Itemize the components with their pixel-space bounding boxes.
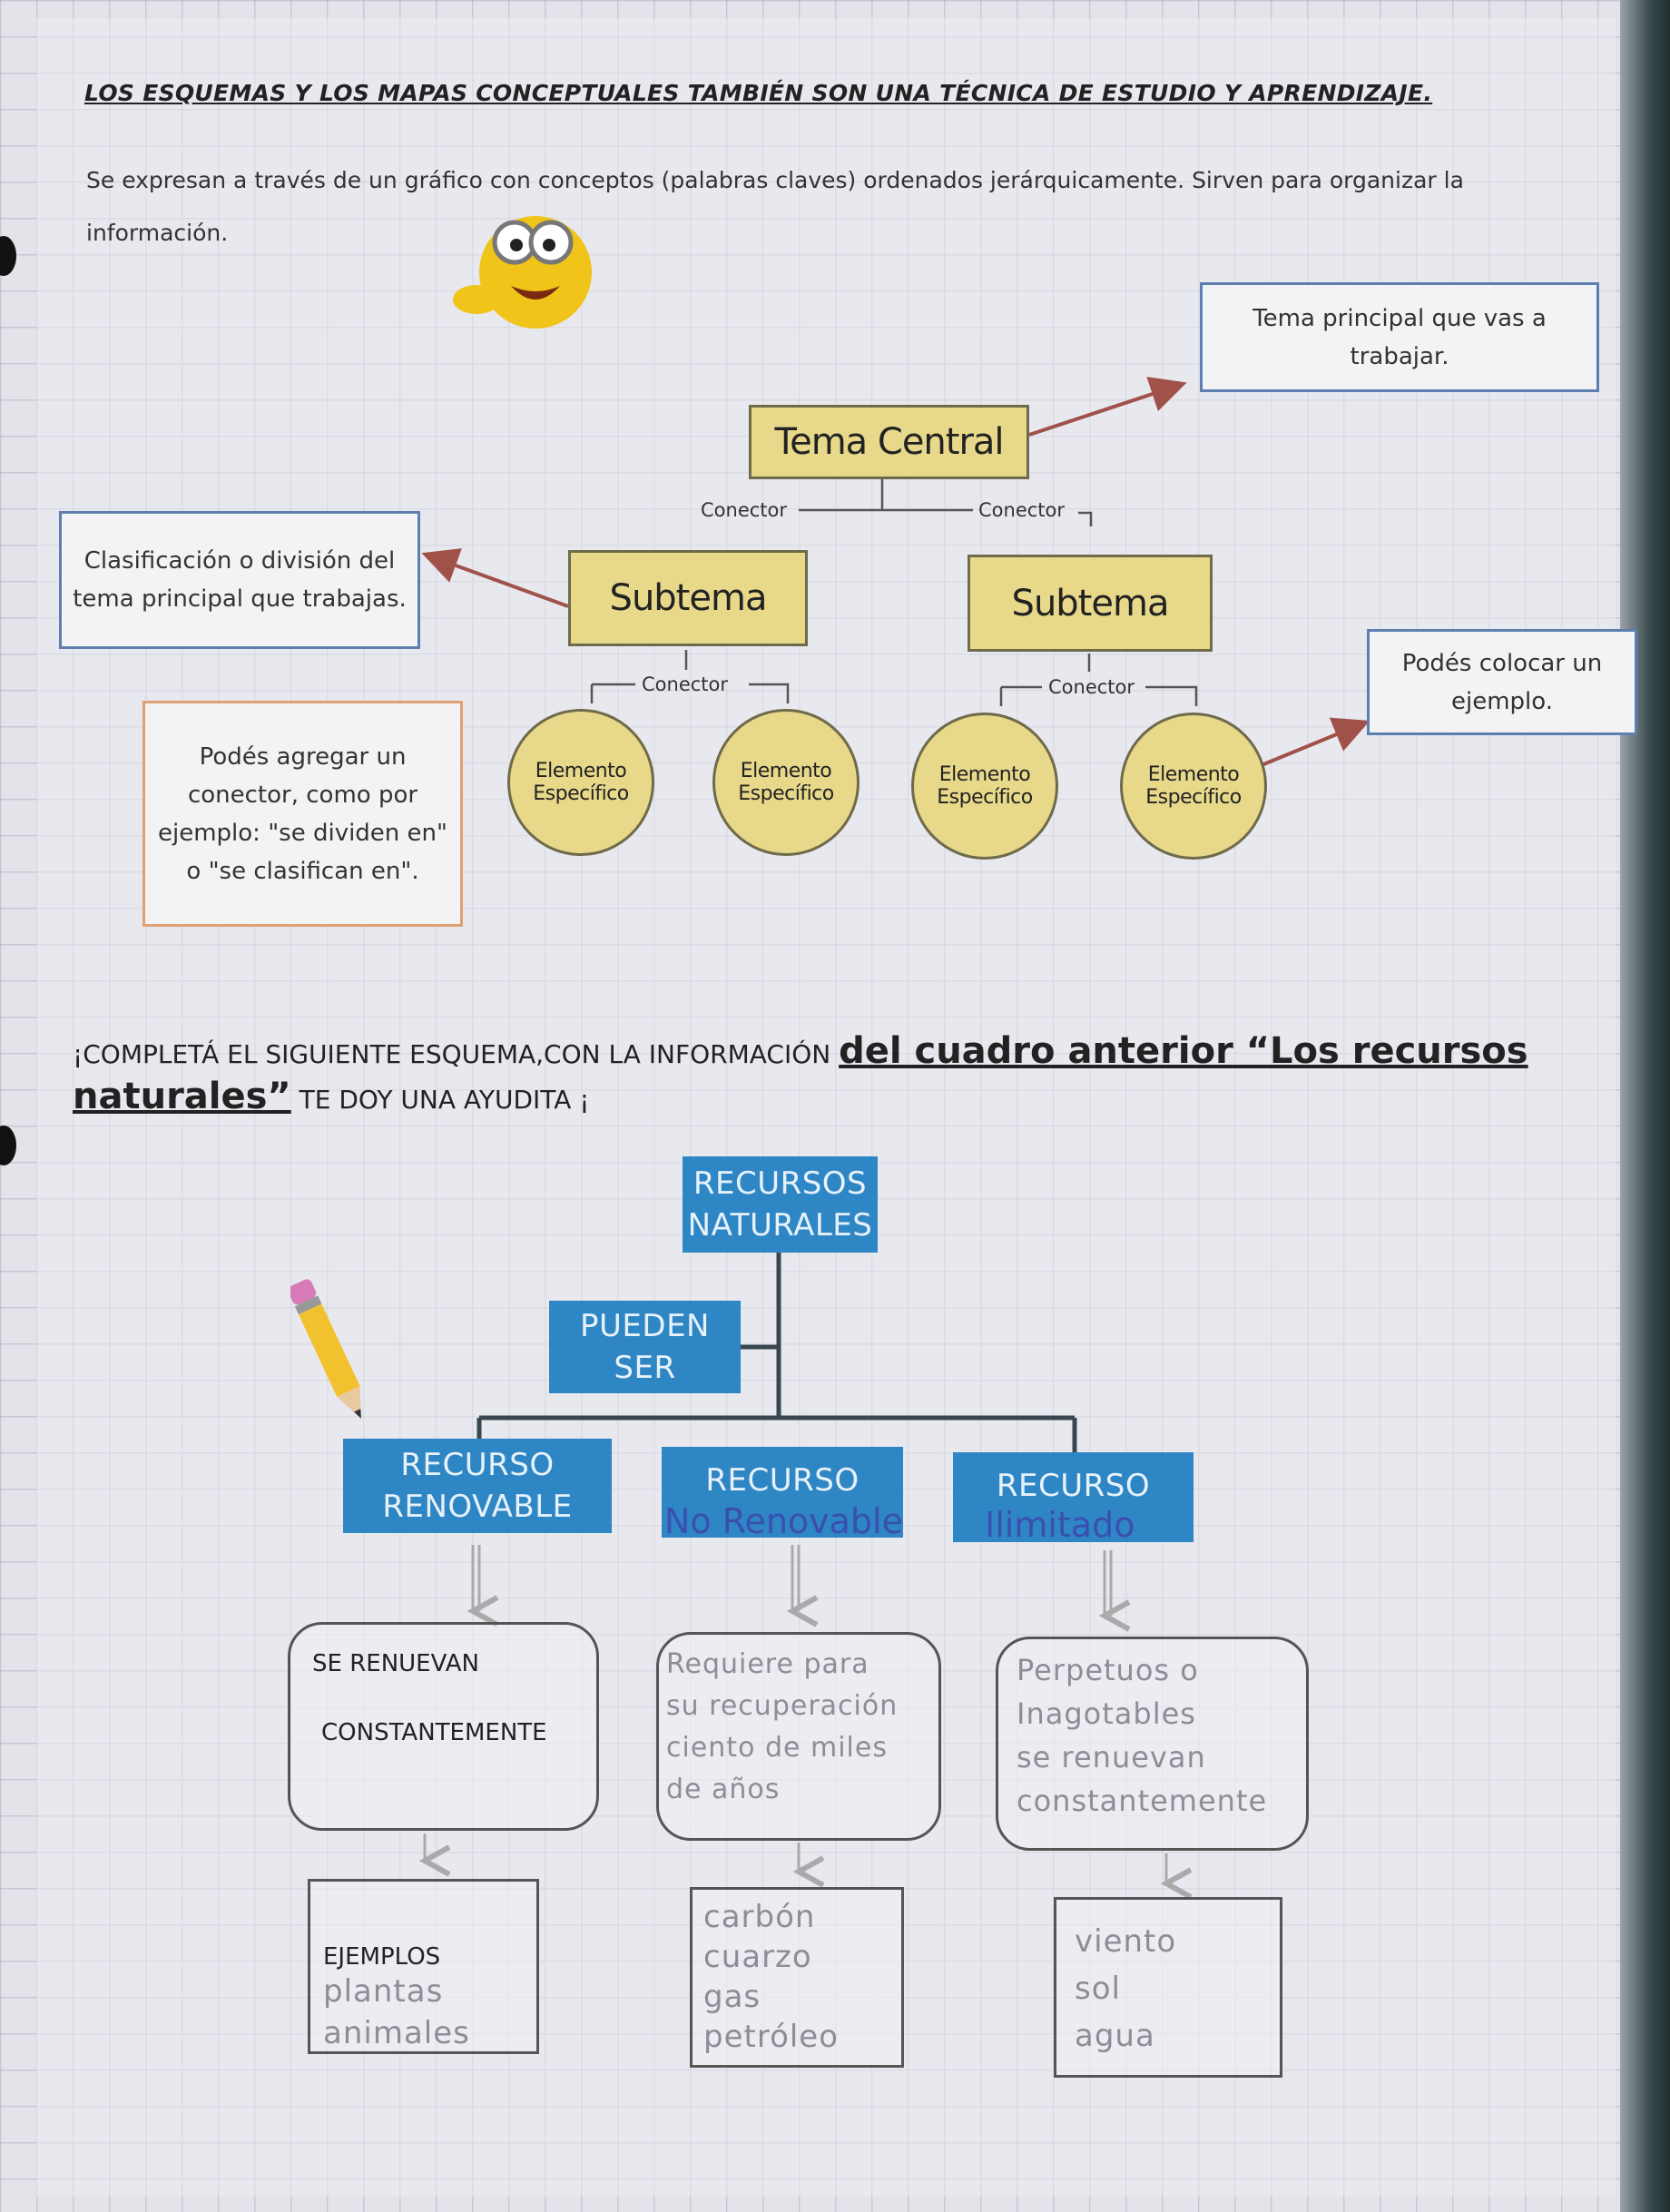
handwritten-text: Inagotables [1017, 1696, 1196, 1731]
handwritten-text: se renuevan [1017, 1740, 1206, 1775]
instruction-tail: TE DOY UNA AYUDITA ¡ [299, 1085, 590, 1115]
connector-label: Conector [978, 499, 1066, 521]
instruction-bold: del cuadro anterior “Los recursos natura… [73, 1030, 1528, 1117]
central-topic-box: Tema Central [749, 405, 1029, 479]
connector-label: Conector [1048, 676, 1135, 698]
note-classification: Clasificación o división del tema princi… [59, 511, 420, 649]
note-connector: Podés agregar un conector, como por ejem… [142, 701, 463, 927]
root-node-natural-resources: RECURSOS NATURALES [683, 1156, 878, 1253]
examples-label: EJEMPLOS [323, 1943, 441, 1971]
element-label: Específico [1145, 786, 1242, 809]
binder-edge [1620, 0, 1670, 2212]
handwritten-example: viento [1075, 1923, 1177, 1960]
smiley-magnifier-icon [453, 216, 592, 329]
intro-paragraph: Se expresan a través de un gráfico con c… [86, 167, 1464, 246]
handwritten-example: cuarzo [703, 1939, 812, 1975]
connector-text: SER [614, 1350, 676, 1386]
instruction-caps: ¡COMPLETÁ EL SIGUIENTE ESQUEMA,CON LA IN… [73, 1039, 831, 1069]
note-main-topic: Tema principal que vas a trabajar. [1200, 282, 1599, 392]
handwritten-text: de años [666, 1774, 781, 1805]
element-label: Elemento [740, 760, 832, 782]
subtopic-box: Subtema [968, 555, 1213, 652]
connector-label: Conector [642, 673, 729, 695]
pencil-icon [290, 1279, 361, 1419]
branch-non-renewable: RECURSO [662, 1447, 903, 1538]
handwritten-example: animales [323, 2015, 470, 2051]
branch-label: RECURSO [705, 1462, 860, 1499]
handwritten-text: constantemente [1017, 1784, 1268, 1818]
branch-label: RENOVABLE [382, 1489, 573, 1525]
branch-label: RECURSO [400, 1447, 555, 1483]
page-title: LOS ESQUEMAS Y LOS MAPAS CONCEPTUALES TA… [84, 80, 1433, 106]
handwritten-text: Requiere para [666, 1648, 869, 1680]
root-label: NATURALES [687, 1207, 873, 1244]
subtopic-box: Subtema [568, 550, 808, 646]
description-box-renewable: SE RENUEVAN CONSTANTEMENTE [288, 1622, 599, 1831]
handwritten-example: carbón [703, 1899, 816, 1935]
handwritten-branch-type: Ilimitado [985, 1505, 1135, 1545]
element-label: Elemento [1147, 763, 1240, 786]
connector-text: PUEDEN [580, 1308, 710, 1344]
branch-unlimited: RECURSO [953, 1452, 1194, 1542]
connector-label: Conector [701, 499, 788, 521]
branch-label: RECURSO [996, 1468, 1151, 1504]
examples-box-unlimited: viento sol agua [1054, 1897, 1282, 2078]
examples-box-renewable: EJEMPLOS plantas animales [308, 1879, 539, 2054]
branch-renewable: RECURSO RENOVABLE [343, 1439, 612, 1533]
handwritten-example: plantas [323, 1973, 444, 2010]
binder-hole [0, 1126, 16, 1165]
element-label: Elemento [938, 763, 1031, 786]
handwritten-example: petróleo [703, 2019, 840, 2055]
handwritten-text: ciento de miles [666, 1732, 888, 1764]
description-box-non-renewable: Requiere para su recuperación ciento de … [656, 1632, 941, 1841]
handwritten-example: gas [703, 1979, 761, 2015]
handwritten-text: su recuperación [666, 1690, 899, 1722]
element-label: Específico [937, 786, 1033, 809]
element-label: Elemento [535, 760, 627, 782]
handwritten-branch-type: No Renovable [664, 1501, 903, 1541]
instruction-text: ¡COMPLETÁ EL SIGUIENTE ESQUEMA,CON LA IN… [73, 1030, 1634, 1121]
connector-node-pueden-ser: PUEDEN SER [549, 1301, 741, 1393]
element-label: Específico [738, 782, 834, 805]
note-example: Podés colocar un ejemplo. [1367, 629, 1637, 735]
binder-hole [0, 236, 16, 276]
handwritten-example: sol [1075, 1971, 1121, 2007]
handwritten-example: agua [1075, 2018, 1155, 2054]
element-label: Específico [533, 782, 629, 805]
handwritten-text: Perpetuos o [1017, 1653, 1199, 1687]
description-text: CONSTANTEMENTE [321, 1719, 547, 1746]
root-label: RECURSOS [693, 1165, 868, 1202]
examples-box-non-renewable: carbón cuarzo gas petróleo [690, 1887, 904, 2068]
description-box-unlimited: Perpetuos o Inagotables se renuevan cons… [996, 1637, 1309, 1851]
description-text: SE RENUEVAN [312, 1650, 479, 1677]
